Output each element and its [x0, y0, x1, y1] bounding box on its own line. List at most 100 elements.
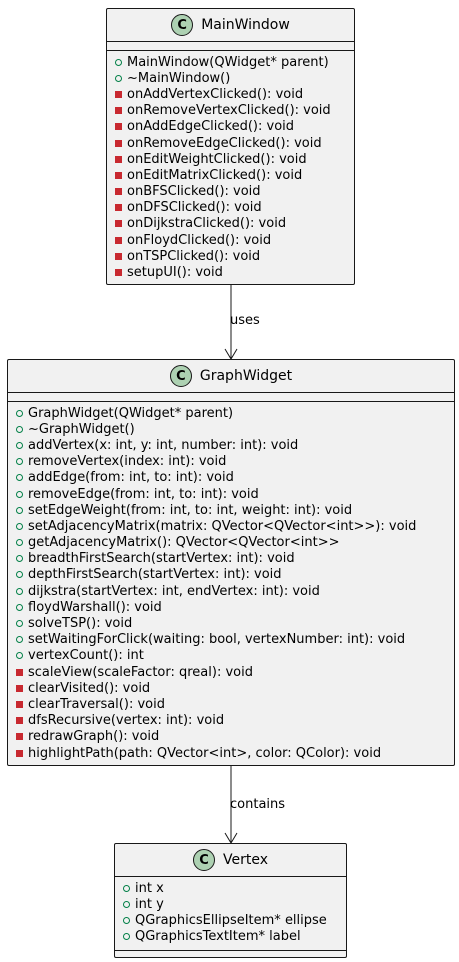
class-member: dijkstra(startVertex: int, endVertex: in…: [8, 583, 454, 599]
class-name: Vertex: [222, 852, 268, 868]
class-member: removeEdge(from: int, to: int): void: [8, 486, 454, 502]
member-signature: onAddEdgeClicked(): void: [127, 119, 295, 135]
class-member: addEdge(from: int, to: int): void: [8, 470, 454, 486]
class-member: ~MainWindow(): [107, 70, 354, 86]
class-member: setAdjacencyMatrix(matrix: QVector<QVect…: [8, 518, 454, 534]
contains-label: contains: [230, 797, 286, 812]
class-stereotype-icon: C: [192, 849, 215, 871]
public-visibility-icon: [123, 900, 130, 908]
public-visibility-icon: [16, 522, 23, 530]
class-member: MainWindow(QWidget* parent): [107, 54, 354, 70]
member-signature: setupUI(): void: [127, 265, 223, 281]
member-signature: onEditWeightClicked(): void: [127, 151, 307, 167]
public-visibility-icon: [16, 571, 23, 579]
member-signature: ~MainWindow(): [127, 70, 231, 86]
member-signature: MainWindow(QWidget* parent): [127, 54, 329, 70]
class-member: vertexCount(): int: [8, 648, 454, 664]
private-visibility-icon: [115, 220, 122, 228]
private-visibility-icon: [16, 684, 23, 692]
class-member: redrawGraph(): void: [8, 729, 454, 745]
member-signature: setEdgeWeight(from: int, to: int, weight…: [28, 502, 353, 518]
private-visibility-icon: [16, 749, 23, 757]
public-visibility-icon: [16, 474, 23, 482]
class-graphwidget[interactable]: C GraphWidget GraphWidget(QWidget* paren…: [7, 359, 455, 766]
class-member: onAddVertexClicked(): void: [107, 86, 354, 102]
private-visibility-icon: [115, 139, 122, 147]
class-mainwindow[interactable]: C MainWindow MainWindow(QWidget* parent)…: [106, 8, 355, 285]
class-stereotype-icon: C: [169, 365, 192, 387]
private-visibility-icon: [115, 107, 122, 115]
public-visibility-icon: [16, 458, 23, 466]
public-visibility-icon: [16, 587, 23, 595]
class-member: depthFirstSearch(startVertex: int): void: [8, 567, 454, 583]
public-visibility-icon: [115, 74, 122, 82]
class-member: int y: [115, 896, 346, 912]
member-signature: dfsRecursive(vertex: int): void: [28, 713, 225, 729]
attributes-compartment: [8, 393, 454, 402]
member-signature: ~GraphWidget(): [28, 421, 135, 437]
private-visibility-icon: [115, 236, 122, 244]
member-signature: onRemoveVertexClicked(): void: [127, 103, 331, 119]
member-signature: QGraphicsEllipseItem* ellipse: [135, 912, 327, 928]
public-visibility-icon: [123, 884, 130, 892]
member-signature: onDijkstraClicked(): void: [127, 216, 287, 232]
class-member: addVertex(x: int, y: int, number: int): …: [8, 437, 454, 453]
member-signature: addVertex(x: int, y: int, number: int): …: [28, 437, 299, 453]
class-member: removeVertex(index: int): void: [8, 454, 454, 470]
member-signature: redrawGraph(): void: [28, 729, 160, 745]
private-visibility-icon: [115, 188, 122, 196]
private-visibility-icon: [115, 269, 122, 277]
class-member: onBFSClicked(): void: [107, 184, 354, 200]
public-visibility-icon: [16, 620, 23, 628]
class-member: onRemoveVertexClicked(): void: [107, 103, 354, 119]
member-signature: vertexCount(): int: [28, 648, 144, 664]
public-visibility-icon: [16, 555, 23, 563]
class-member: solveTSP(): void: [8, 615, 454, 631]
class-member: scaleView(scaleFactor: qreal): void: [8, 664, 454, 680]
member-signature: int x: [135, 880, 164, 896]
methods-compartment: GraphWidget(QWidget* parent)~GraphWidget…: [8, 402, 454, 767]
member-signature: dijkstra(startVertex: int, endVertex: in…: [28, 583, 320, 599]
class-stereotype-icon: C: [171, 14, 194, 36]
public-visibility-icon: [16, 506, 23, 514]
class-header: C MainWindow: [107, 9, 354, 42]
private-visibility-icon: [16, 717, 23, 725]
class-member: highlightPath(path: QVector<int>, color:…: [8, 745, 454, 761]
member-signature: onDFSClicked(): void: [127, 200, 262, 216]
class-member: ~GraphWidget(): [8, 421, 454, 437]
class-member: onDFSClicked(): void: [107, 200, 354, 216]
class-member: int x: [115, 880, 346, 896]
member-signature: onTSPClicked(): void: [127, 248, 261, 264]
public-visibility-icon: [16, 490, 23, 498]
class-name: GraphWidget: [199, 368, 293, 384]
member-signature: setAdjacencyMatrix(matrix: QVector<QVect…: [28, 518, 417, 534]
public-visibility-icon: [16, 636, 23, 644]
uses-label: uses: [230, 313, 260, 328]
member-signature: setWaitingForClick(waiting: bool, vertex…: [28, 632, 406, 648]
class-member: floydWarshall(): void: [8, 599, 454, 615]
member-signature: removeVertex(index: int): void: [28, 454, 227, 470]
member-signature: int y: [135, 896, 164, 912]
member-signature: addEdge(from: int, to: int): void: [28, 470, 234, 486]
attributes-compartment: [107, 42, 354, 51]
member-signature: onFloydClicked(): void: [127, 232, 272, 248]
member-signature: breadthFirstSearch(startVertex: int): vo…: [28, 551, 295, 567]
member-signature: solveTSP(): void: [28, 616, 133, 632]
public-visibility-icon: [123, 916, 130, 924]
public-visibility-icon: [16, 652, 23, 660]
class-member: onEditMatrixClicked(): void: [107, 167, 354, 183]
member-signature: clearVisited(): void: [28, 680, 151, 696]
class-header: C Vertex: [115, 844, 346, 877]
class-member: setEdgeWeight(from: int, to: int, weight…: [8, 502, 454, 518]
private-visibility-icon: [115, 204, 122, 212]
private-visibility-icon: [115, 171, 122, 179]
methods-compartment: MainWindow(QWidget* parent)~MainWindow()…: [107, 51, 354, 287]
private-visibility-icon: [16, 668, 23, 676]
class-member: setupUI(): void: [107, 264, 354, 280]
class-member: onDijkstraClicked(): void: [107, 216, 354, 232]
private-visibility-icon: [115, 155, 122, 163]
public-visibility-icon: [16, 441, 23, 449]
private-visibility-icon: [115, 252, 122, 260]
